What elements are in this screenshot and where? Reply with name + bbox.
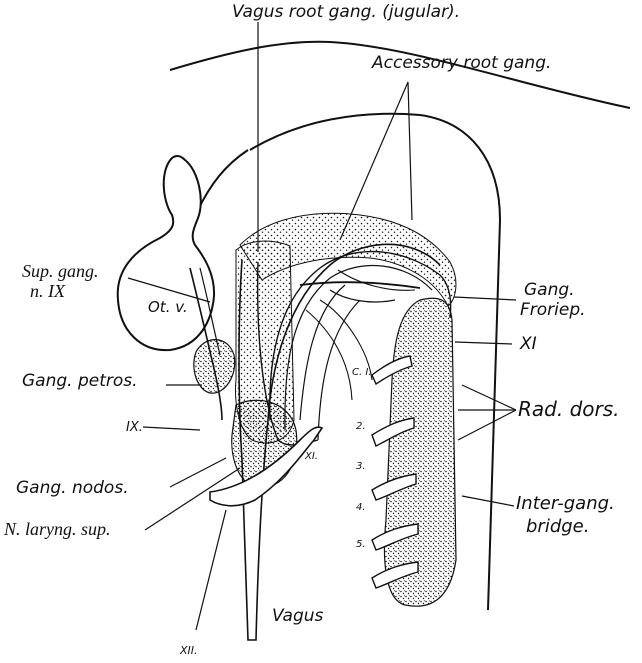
label-froriep: Froriep. [520, 302, 586, 319]
label-xii: XII. [180, 645, 198, 656]
dorsal-ganglia-column [384, 298, 456, 606]
label-inter-gang: Inter-gang. [516, 495, 615, 513]
label-rad-dors: Rad. dors. [518, 399, 620, 419]
head-outline-upper [170, 42, 630, 108]
label-ix: IX. [126, 421, 143, 434]
label-3: 3. [356, 462, 366, 472]
label-4: 4. [356, 503, 366, 513]
otic-vesicle [118, 156, 214, 350]
label-sup-gang: Sup. gang. [22, 262, 99, 280]
label-gang-nodos: Gang. nodos. [16, 480, 129, 497]
pharynx-line [300, 282, 420, 288]
label-c1: C. I. [352, 368, 371, 378]
label-bridge: bridge. [526, 518, 589, 536]
head-outline-left [198, 150, 248, 210]
label-vagus: Vagus [272, 608, 323, 625]
label-xi-right: XI [520, 336, 537, 353]
rootlet-3 [330, 290, 395, 302]
label-n-ix: n. IX [30, 282, 65, 300]
label-5: 5. [356, 540, 366, 550]
label-otic-vesicle: Ot. v. [148, 300, 188, 315]
label-n-laryng-sup: N. laryng. sup. [4, 520, 111, 538]
rootlet-4 [338, 270, 415, 290]
label-gang: Gang. [524, 282, 575, 299]
label-2: 2. [356, 422, 366, 432]
label-gang-petros: Gang. petros. [22, 373, 138, 390]
label-xi-small: XI. [305, 452, 318, 462]
label-vagus-root-ganglion: Vagus root gang. (jugular). [232, 4, 460, 21]
label-accessory-root-ganglion: Accessory root gang. [372, 55, 551, 72]
